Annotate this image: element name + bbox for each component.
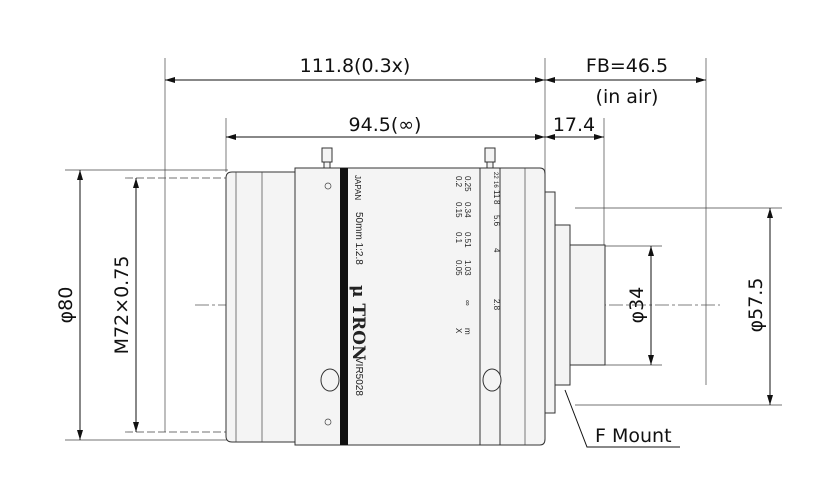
top-screw <box>484 147 496 163</box>
lens-body <box>225 147 606 446</box>
spec-marking: 50mm 1:2.8 <box>353 212 364 265</box>
mount-length-label: 17.4 <box>553 114 595 136</box>
lock-screw-knob <box>320 368 340 392</box>
flange-back-label: FB=46.5 <box>586 55 668 77</box>
aperture-mark: 5.6 <box>492 215 501 227</box>
outer-diameter-label: φ80 <box>55 287 77 324</box>
mount-leader-line <box>564 389 680 448</box>
dimension-lines <box>77 77 773 440</box>
extension-lines <box>65 58 782 441</box>
mount-inner-diameter-label: φ34 <box>626 287 648 324</box>
flange-back-note: (in air) <box>596 86 659 108</box>
lock-screw-knob <box>482 368 502 392</box>
magnification-mark: 0.15 <box>454 202 463 218</box>
origin-marking: JAPAN <box>353 175 362 200</box>
magnification-mark: 0.2 <box>454 176 463 188</box>
brand-logo: μ TRON <box>348 285 368 361</box>
model-marking: VIR5028 <box>353 357 364 396</box>
distance-mark: 0.25 <box>463 176 472 192</box>
filter-thread-label: M72×0.75 <box>111 256 133 355</box>
body-length-label: 94.5(∞) <box>349 114 422 136</box>
aperture-mark: 8 <box>492 200 501 205</box>
black-stripe <box>340 168 348 445</box>
aperture-mark: 4 <box>492 248 501 253</box>
distance-mark: 0.34 <box>463 202 472 218</box>
aperture-mark: 22 <box>492 172 498 179</box>
magnification-mark: 0.05 <box>454 260 463 276</box>
distance-mark: ∞ <box>463 300 472 306</box>
mount-outer-diameter-label: φ57.5 <box>745 278 767 333</box>
total-length-label: 111.8(0.3x) <box>300 55 411 77</box>
lens-markings: JAPAN 50mm 1:2.8 μ TRON VIR5028 0.25 0.3… <box>348 172 501 396</box>
distance-mark: m <box>463 328 472 335</box>
aperture-mark: 2.8 <box>492 299 501 311</box>
aperture-mark: 16 <box>492 181 498 188</box>
mount-flange <box>544 191 556 414</box>
magnification-mark: 0.1 <box>454 232 463 244</box>
aperture-mark: 11 <box>492 190 501 199</box>
mount-label: F Mount <box>595 425 672 447</box>
distance-mark: 1.03 <box>463 260 472 276</box>
top-screw <box>321 147 333 163</box>
magnification-mark: X <box>454 328 463 334</box>
distance-mark: 0.51 <box>463 232 472 248</box>
